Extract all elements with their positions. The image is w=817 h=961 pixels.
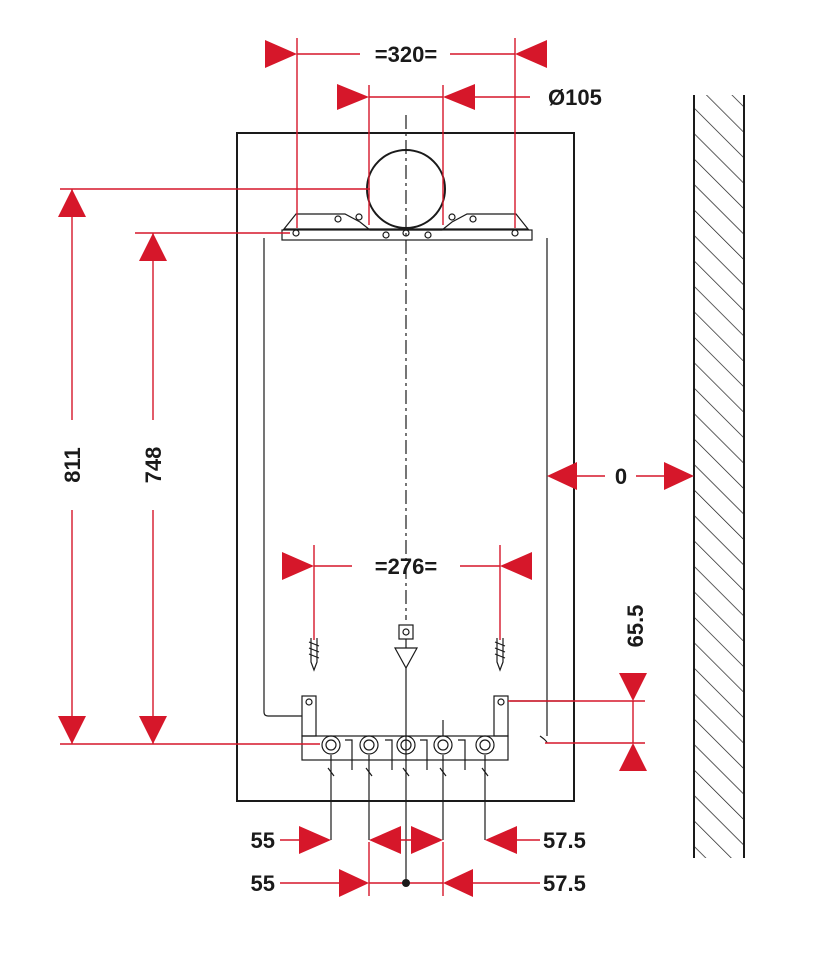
dimension-pipe-upper: 55 57.5 (251, 826, 586, 854)
wall-plug-icon (308, 638, 320, 672)
label-bracket-height: 748 (141, 447, 166, 484)
dimension-fixing-spacing: =276= (282, 545, 532, 640)
dimension-wall-clearance: 0 (547, 462, 694, 490)
label-pipe-left-upper: 55 (251, 828, 275, 853)
label-bottom-offset: 65.5 (623, 605, 648, 648)
wall (693, 95, 745, 858)
bracket-rail (281, 229, 533, 241)
label-pipe-right-lower: 57.5 (543, 871, 586, 896)
dimension-flue-diameter: Ø105 (337, 84, 602, 225)
wall-plug-icon (494, 638, 506, 672)
label-pipe-right-upper: 57.5 (543, 828, 586, 853)
label-fixing-spacing: =276= (375, 554, 437, 579)
mounting-bracket (281, 213, 533, 241)
label-pipe-left-lower: 55 (251, 871, 275, 896)
arrow-left (515, 40, 547, 68)
label-total-height: 811 (60, 447, 85, 483)
wall-hatching (694, 95, 744, 858)
arrow-right (265, 40, 297, 68)
label-flue-diameter: Ø105 (548, 85, 602, 110)
dimension-bottom-offset: 65.5 (508, 605, 648, 771)
dimension-flue-spacing: =320= (265, 38, 547, 228)
dimension-pipe-lower: 55 57.5 (251, 842, 586, 897)
dimension-total-height: 811 (58, 188, 370, 745)
dimension-bracket-height: 748 (135, 232, 290, 744)
connection-block (301, 695, 509, 840)
label-flue-spacing: =320= (375, 42, 437, 67)
plumb-bob-icon (393, 624, 419, 882)
label-wall-clearance: 0 (615, 464, 627, 489)
